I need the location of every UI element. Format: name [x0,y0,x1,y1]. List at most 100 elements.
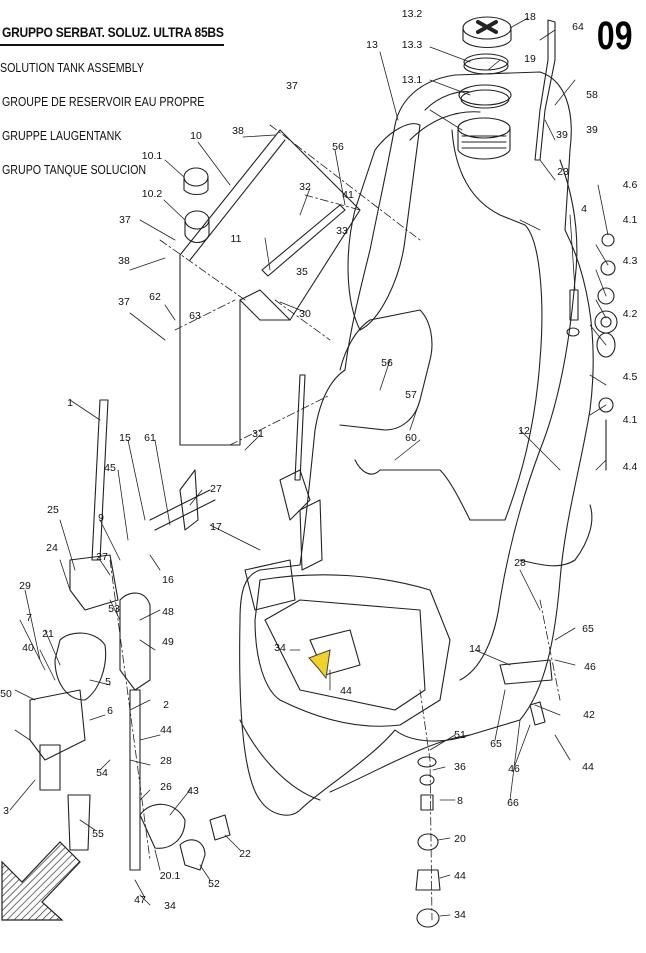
callout-label: 26 [160,781,172,793]
callout-label: 15 [119,432,131,444]
callout-label: 65 [490,738,502,750]
callout-label: 33 [336,225,348,237]
callout-label: 27 [210,483,222,495]
callout-label: 52 [208,878,220,890]
callout-label: 58 [586,89,598,101]
callout-label: 55 [92,828,104,840]
callout-label: 14 [469,643,481,655]
callout-label: 4.4 [623,461,638,473]
callout-label: 63 [189,310,201,322]
callout-label: 13.3 [402,39,423,51]
callout-label: 44 [454,870,466,882]
callout-label: 46 [508,763,520,775]
callout-label: 64 [572,21,584,33]
tank-cap-assembly [457,16,512,160]
callout-label: 50 [0,688,12,700]
callout-label: 2 [163,699,169,711]
callout-label: 51 [454,729,466,741]
solution-tank-body [239,71,594,816]
callout-label: 25 [47,504,59,516]
callout-label: 4.1 [623,414,638,426]
callout-label: 35 [296,266,308,278]
callout-label: 13.1 [402,74,423,86]
callout-label: 42 [583,709,595,721]
callout-label: 44 [340,685,352,697]
callout-label: 9 [98,512,104,524]
callout-label: 21 [42,628,54,640]
callout-label: 38 [232,125,244,137]
callout-label: 13 [366,39,378,51]
callout-label: 3 [3,805,9,817]
callout-label: 10 [190,130,202,142]
callout-label: 46 [584,661,596,673]
callout-label: 53 [108,603,120,615]
hinge-bar [261,204,346,277]
callout-label: 60 [405,432,417,444]
callout-label: 37 [286,80,298,92]
callout-label: 61 [144,432,156,444]
callout-label: 8 [457,795,463,807]
callout-label: 27 [96,551,108,563]
callout-label: 57 [405,389,417,401]
callout-label: 66 [507,797,519,809]
callout-label: 34 [454,909,466,921]
callout-label: 34 [164,900,176,912]
callout-label: 28 [514,557,526,569]
diagram-title: GRUPPO SERBAT. SOLUZ. ULTRA 85BS [2,24,224,40]
lid-panel [179,129,361,446]
callout-label: 4.1 [623,214,638,226]
callout-label: 20 [454,833,466,845]
callout-label: 56 [332,141,344,153]
callout-label: 19 [524,53,536,65]
callout-label: 36 [454,761,466,773]
page-number: 09 [596,14,632,58]
callout-label: 37 [119,214,131,226]
callout-label: 20.1 [160,870,181,882]
callout-label: 28 [160,755,172,767]
drain-fitting-parts [566,233,618,471]
callout-label: 5 [105,676,111,688]
pump-valve-assembly [29,374,553,871]
callout-label: 56 [381,357,393,369]
callout-label: 4.3 [623,255,638,267]
callout-label: 62 [149,291,161,303]
callout-label: 1 [67,397,73,409]
subtitle-german: GRUPPE LAUGENTANK [2,128,122,143]
title-underline [0,44,224,46]
callout-label: 11 [231,233,242,245]
callout-label: 41 [342,189,354,201]
callout-label: 17 [210,521,222,533]
callout-label: 4 [581,203,587,215]
callout-label: 24 [46,542,58,554]
subtitle-french: GROUPE DE RESERVOIR EAU PROPRE [2,94,205,109]
callout-label: 30 [299,308,311,320]
callout-label: 29 [19,580,31,592]
callout-label: 4.5 [623,371,638,383]
callout-label: 6 [107,705,113,717]
parts-stack [415,756,441,928]
subtitle-english: SOLUTION TANK ASSEMBLY [0,60,144,75]
callout-label: 39 [556,129,568,141]
callout-label: 16 [162,574,174,586]
subtitle-spanish: GRUPO TANQUE SOLUCION [2,162,147,177]
callout-label: 4.2 [623,308,638,320]
callout-label: 7 [26,612,32,624]
callout-label: 10.2 [142,188,163,200]
callout-label: 39 [586,124,598,136]
callout-label: 4.6 [623,179,638,191]
callout-label: 48 [162,606,174,618]
callout-label: 10.1 [142,150,163,162]
callout-label: 44 [160,724,172,736]
callout-label: 45 [104,462,116,474]
callout-label: 31 [252,428,264,440]
callout-label: 54 [96,767,108,779]
callout-label: 44 [582,761,594,773]
callout-label: 34 [274,642,286,654]
callout-label: 38 [118,255,130,267]
callout-label: 18 [524,11,536,23]
callout-label: 65 [582,623,594,635]
callout-label: 47 [134,894,146,906]
